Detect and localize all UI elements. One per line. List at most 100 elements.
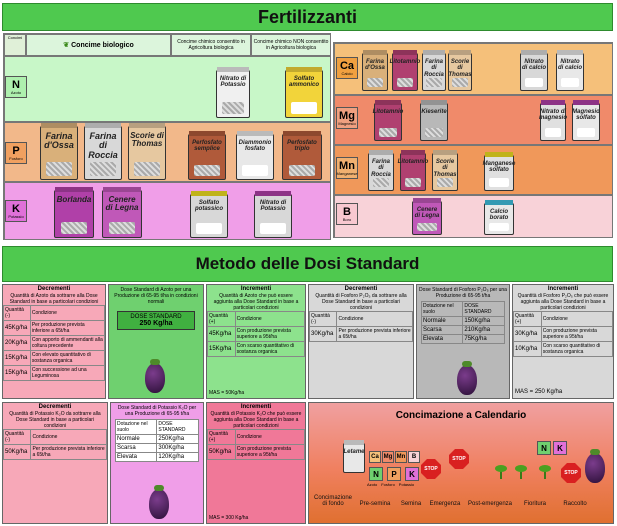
bag-nitrato-potassio-2: Nitrato di Potassio [254, 191, 292, 238]
tag-n: N [369, 467, 383, 481]
bag-label: Diammonio fosfato [238, 140, 272, 153]
bag-label: Perfosfato semplice [192, 140, 222, 153]
panel-title: Decrementi [38, 404, 72, 410]
fosforo-standard-panel: Dose Standard di Fosforo P₂O₅ per una Pr… [416, 284, 510, 399]
bag-mn-scorie-thomas: Scorie di Thomas [432, 150, 458, 191]
bag-label: Manganese solfato [482, 161, 516, 174]
panel-subtitle: Dose Standard di Fosforo P₂O₅ per una Pr… [419, 287, 507, 299]
fosforo-incrementi-panel: Incrementi Quantità di Fosforo P₂O₅ che … [512, 284, 614, 399]
calendario-panel: Concimazione a Calendario Letame Ca Mg M… [308, 402, 614, 524]
panel-title: Decrementi [344, 286, 378, 292]
cell-dose: 150Kg/ha [462, 316, 505, 326]
potassio-incrementi-panel: Incrementi Quantità di Potassio K₂O che … [206, 402, 306, 524]
cell-cond: Con produzione prevista superiore a 95t/… [540, 326, 614, 342]
eggplant-icon [457, 361, 477, 395]
tag-k-2: K [553, 441, 567, 455]
header-concimi-text: Concimi [7, 35, 23, 40]
label-fosforo-name: Fosforo [9, 155, 23, 161]
bag-solfato-ammonico: Solfato ammonico [285, 67, 323, 118]
header-chimico-non-bio-text: Concime chimico NON consentito in Agrico… [253, 39, 329, 51]
bag-label: Farina di Roccia [371, 159, 391, 178]
stop-text: STOP [424, 466, 438, 472]
bag-label: Litotamnio [372, 109, 404, 115]
cell-qty: 15Kg/ha [3, 365, 31, 381]
tag-p: P [387, 467, 401, 481]
mas-label: MAS = 300 Kg/ha [209, 515, 249, 521]
cell-dose: 75Kg/ha [462, 334, 505, 344]
col-header: Quantità (-) [3, 305, 31, 321]
cell-dotazione: Scarsa [420, 325, 464, 335]
plant-icon [495, 465, 507, 479]
bag-label: Solfato potassico [194, 200, 223, 213]
bag-label: Nitrato di Potassio [259, 200, 287, 213]
metodo-title: Metodo delle Dosi Standard [195, 254, 420, 273]
cell-cond: Con produzione prevista superiore a 95t/… [234, 326, 306, 342]
eggplant-icon [585, 449, 605, 483]
bag-ca-farina-ossa: Farina d'Ossa [362, 50, 388, 91]
cell-qty: 20Kg/ha [3, 335, 31, 351]
panel-subtitle: Dose Standard di Potassio K₂O per una Pr… [117, 405, 197, 417]
tag-mn: Mn [395, 451, 407, 463]
left-fertilizer-grid: Concimi ❦Concime biologico Concime chimi… [3, 33, 331, 240]
phase-label: Raccolto [563, 501, 587, 507]
label-magnesio-name: Magnesio [338, 120, 356, 126]
bag-label: Farina d'Ossa [365, 59, 385, 72]
col-header: Quantità (+) [207, 429, 236, 445]
fertilizzanti-banner: Fertilizzanti [2, 3, 613, 31]
label-magnesio-symbol: Mg [339, 109, 355, 122]
phase-label: Concimazione di fondo [313, 495, 353, 507]
fosforo-decrementi-panel: Decrementi Quantità di Fosforo P₂O₅ da s… [308, 284, 414, 399]
bag-label: Scorie di Thomas [448, 59, 472, 78]
stop-text: STOP [564, 470, 578, 476]
col-header: Condizione [234, 311, 306, 327]
bag-label: Nitrato di Potassio [219, 76, 247, 89]
panel-title: Incrementi [547, 286, 579, 292]
bag-label: Cenere di Legna [414, 207, 440, 220]
tag-k: K [405, 467, 419, 481]
bag-label: Nitrato di calcio [522, 59, 547, 72]
bag-label: Cenere di Legna [105, 195, 139, 213]
cell-dose: 120Kg/ha [156, 452, 199, 462]
bag-ca-litotamnio: Litotamnio [390, 50, 420, 91]
cell-dose: 250Kg/ha [156, 434, 199, 444]
cell-qty: 15Kg/ha [207, 341, 236, 357]
fertilizzanti-title: Fertilizzanti [257, 6, 357, 27]
bag-label: Calcio borato [489, 209, 509, 222]
bag-label: Scorie di Thomas [130, 131, 164, 149]
azoto-dose-box: DOSE STANDARD 250 Kg/ha [117, 311, 195, 330]
col-header: Quantità (-) [2, 429, 32, 445]
header-biologico: ❦Concime biologico [26, 34, 171, 56]
mas-label: MAS = 50Kg/ha [209, 390, 245, 396]
col-header: Condizione [336, 311, 413, 327]
col-header: Quantità (+) [513, 311, 542, 327]
tag-mg: Mg [382, 451, 394, 463]
label-boro-name: Boro [342, 216, 352, 222]
col-header: Condizione [540, 311, 614, 327]
header-chimico-bio: Concime chimico consentito in Agricoltur… [171, 34, 251, 56]
bag-borlanda: Borlanda [54, 187, 94, 238]
panel-subtitle: Quantità di Potassio K₂O che può essere … [210, 411, 302, 429]
bag-mg-solfato: Magnesio solfato [572, 100, 600, 141]
leaf-icon: ❦ [63, 42, 70, 49]
label-manganese-symbol: Mn [339, 159, 355, 172]
tag-b: B [408, 451, 420, 463]
letame-bag: Letame [343, 440, 365, 473]
label-boro-symbol: B [343, 205, 351, 218]
stop-icon: STOP [449, 449, 469, 469]
cell-dotazione: Scarsa [114, 443, 158, 453]
cell-qty: 10Kg/ha [513, 341, 542, 357]
tag-n-2: N [537, 441, 551, 455]
bag-b-cenere-legna: Cenere di Legna [412, 198, 442, 235]
bag-perfosfato-triplo: Perfosfato triplo [282, 131, 322, 180]
col-header: DOSE STANDARD [156, 419, 199, 435]
cell-qty: 50Kg/ha [2, 444, 32, 460]
panel-subtitle: Quantità di Potassio K₂O da sottrarre al… [9, 411, 101, 429]
